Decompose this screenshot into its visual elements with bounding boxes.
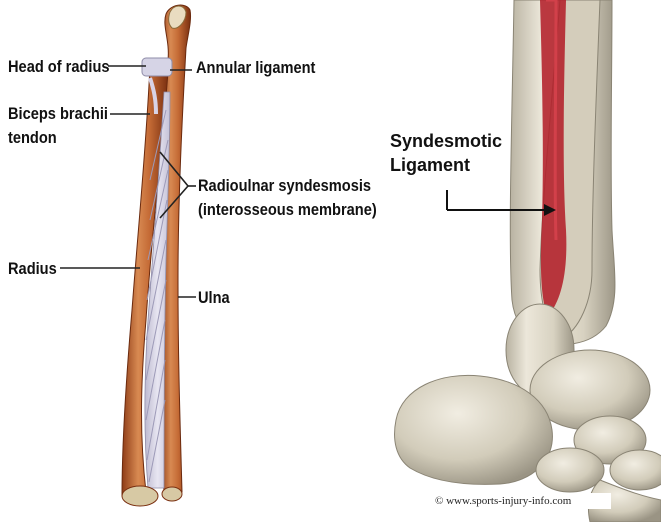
copyright-credit: © www.sports-injury-info.com xyxy=(432,493,611,509)
label-radioulnar-syndesmosis: Radioulnar syndesmosis xyxy=(198,176,372,195)
arrow-head-icon xyxy=(544,204,556,216)
olecranon xyxy=(168,5,187,29)
radius-distal xyxy=(121,485,159,507)
label-head-of-radius: Head of radius xyxy=(8,57,110,76)
syndesmotic-ligament xyxy=(540,0,567,316)
label-biceps-brachii: Biceps brachii xyxy=(8,104,108,123)
label-radius: Radius xyxy=(8,259,57,278)
label-syndesmotic: Syndesmotic xyxy=(390,131,503,151)
biceps-tendon xyxy=(148,77,158,115)
label-ligament: Ligament xyxy=(390,155,471,175)
label-biceps-tendon: tendon xyxy=(8,128,57,147)
cuboid xyxy=(535,447,605,493)
label-annular-ligament: Annular ligament xyxy=(196,58,316,77)
label-ulna: Ulna xyxy=(198,288,230,307)
label-interosseous-membrane: (interosseous membrane) xyxy=(198,200,377,219)
annular-ligament xyxy=(141,57,173,77)
cuneiform xyxy=(609,449,661,491)
ulna-distal xyxy=(161,486,183,502)
metatarsal xyxy=(587,479,661,522)
